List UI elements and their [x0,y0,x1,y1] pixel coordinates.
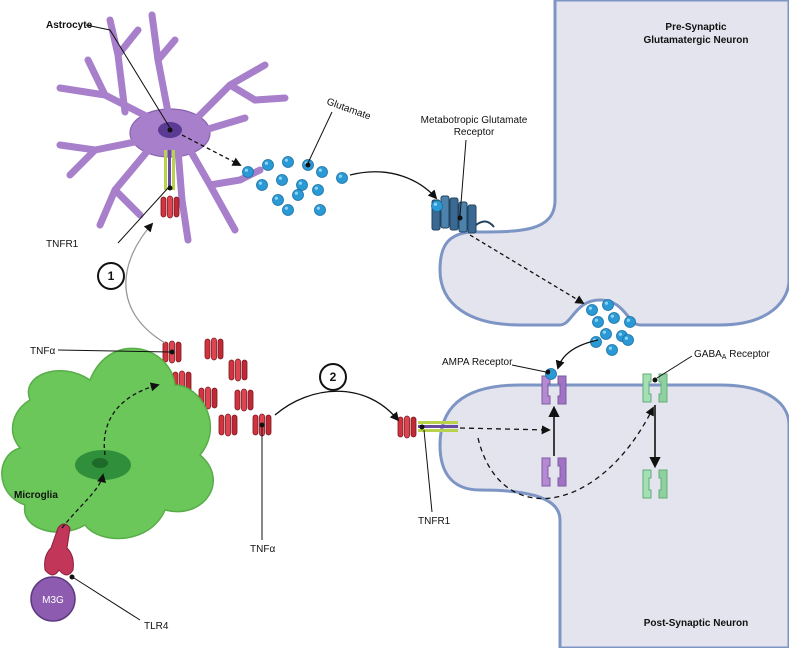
label-pre-synaptic-line1: Pre-Synaptic [665,22,727,33]
label-tlr4: TLR4 [144,621,169,632]
arrow-glutamate-to-mglur [349,171,438,200]
glutamate-cluster [242,156,348,216]
label-glutamate: Glutamate [325,96,373,122]
step-1-label: 1 [108,269,115,283]
label-gaba-a-receptor: GABAA Receptor [694,349,770,361]
label-tnfa-bottom: TNFα [250,544,275,555]
arrow-tlr4-to-nucleus [61,473,107,529]
post-synaptic-neuron [438,383,789,648]
label-tnfa-left: TNFα [30,346,55,357]
pre-synaptic-neuron [438,0,789,327]
label-microglia: Microglia [14,490,58,501]
m3g-molecule [30,576,76,622]
arrow-tnfr1-to-ampa [459,425,551,435]
astrocyte-tnfr1 [160,150,180,219]
label-m3g: M3G [42,595,64,606]
step-2-label: 2 [330,370,337,384]
microglia [1,347,214,540]
label-astrocyte: Astrocyte [46,20,93,31]
arrow-mglur-to-release [469,234,585,304]
leader-lines [57,24,693,621]
metabotropic-glutamate-receptor [431,195,495,234]
label-post-synaptic: Post-Synaptic Neuron [644,618,748,629]
label-tnfr1-astrocyte: TNFR1 [46,239,79,250]
step-2-circle [319,363,347,391]
label-ampa-receptor: AMPA Receptor [442,357,513,368]
tlr4-receptor [44,523,74,576]
arrow-tnfa-to-astrocyte [125,222,166,344]
step-1-circle [97,262,125,290]
arrow-glutamate-to-ampa [555,339,599,370]
label-pre-synaptic-line2: Glutamatergic Neuron [643,35,748,46]
label-mglur-line2: Receptor [454,127,495,138]
arrow-nucleus-to-tnfa [103,382,160,456]
label-tnfr1-post: TNFR1 [418,516,451,527]
arrow-tnfr1-to-gaba [477,406,654,500]
arrow-tnfa-to-post-tnfr1 [274,390,400,422]
post-synaptic-tnfr1 [397,415,458,439]
label-mglur-line1: Metabotropic Glutamate [421,115,528,126]
arrow-astrocyte-to-glutamate [181,134,242,166]
